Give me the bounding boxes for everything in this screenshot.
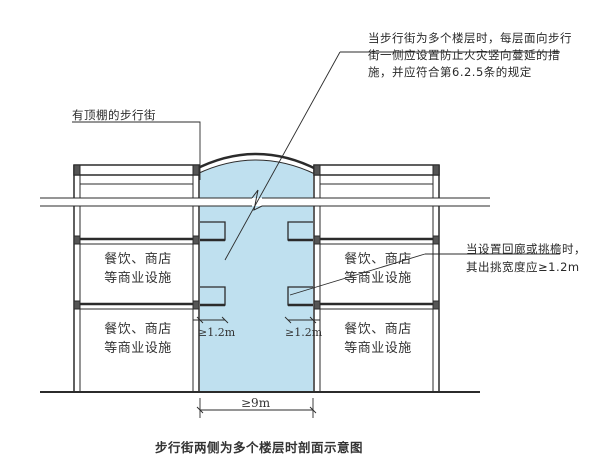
break-line — [40, 189, 525, 211]
dimension-lines — [196, 316, 317, 418]
room-line: 餐饮、商店 — [104, 322, 172, 337]
dim-right-cantilever: ≥1.2m — [285, 326, 323, 339]
room-line: 等商业设施 — [104, 341, 172, 356]
room-label-left-lower: 餐饮、商店 等商业设施 — [88, 320, 188, 358]
room-label-right-upper: 餐饮、商店 等商业设施 — [328, 250, 428, 288]
room-line: 等商业设施 — [344, 271, 412, 286]
covered-street-label: 有顶棚的步行街 — [72, 108, 156, 122]
corridor-note: 当设置回廊或挑檐时， 其出挑宽度应≥1.2m — [466, 240, 586, 276]
note-line: 施，并应符合第6.2.5条的规定 — [368, 65, 532, 79]
fire-spread-note: 当步行街为多个楼层时，每层面向步行 街一侧应设置防止火灾竖向蔓延的措 施，并应符… — [368, 30, 572, 81]
cantilever-balconies — [200, 221, 313, 307]
room-line: 等商业设施 — [344, 341, 412, 356]
room-line: 餐饮、商店 — [104, 252, 172, 267]
note-line: 街一侧应设置防止火灾竖向蔓延的措 — [368, 48, 560, 62]
note-line: 当设置回廊或挑檐时， — [466, 242, 586, 256]
left-building — [73, 164, 200, 392]
leader-lines — [72, 51, 560, 296]
room-line: 餐饮、商店 — [344, 252, 412, 267]
dim-street-width: ≥9m — [241, 396, 271, 410]
figure-caption: 步行街两侧为多个楼层时剖面示意图 — [155, 440, 364, 455]
room-line: 等商业设施 — [104, 271, 172, 286]
note-line: 当步行街为多个楼层时，每层面向步行 — [368, 31, 572, 45]
room-label-right-lower: 餐饮、商店 等商业设施 — [328, 320, 428, 358]
roof-canopy — [193, 152, 319, 172]
dim-left-cantilever: ≥1.2m — [198, 326, 236, 339]
room-line: 餐饮、商店 — [344, 322, 412, 337]
note-line: 其出挑宽度应≥1.2m — [466, 260, 580, 274]
covered-street-area — [200, 160, 313, 392]
room-label-left-upper: 餐饮、商店 等商业设施 — [88, 250, 188, 288]
